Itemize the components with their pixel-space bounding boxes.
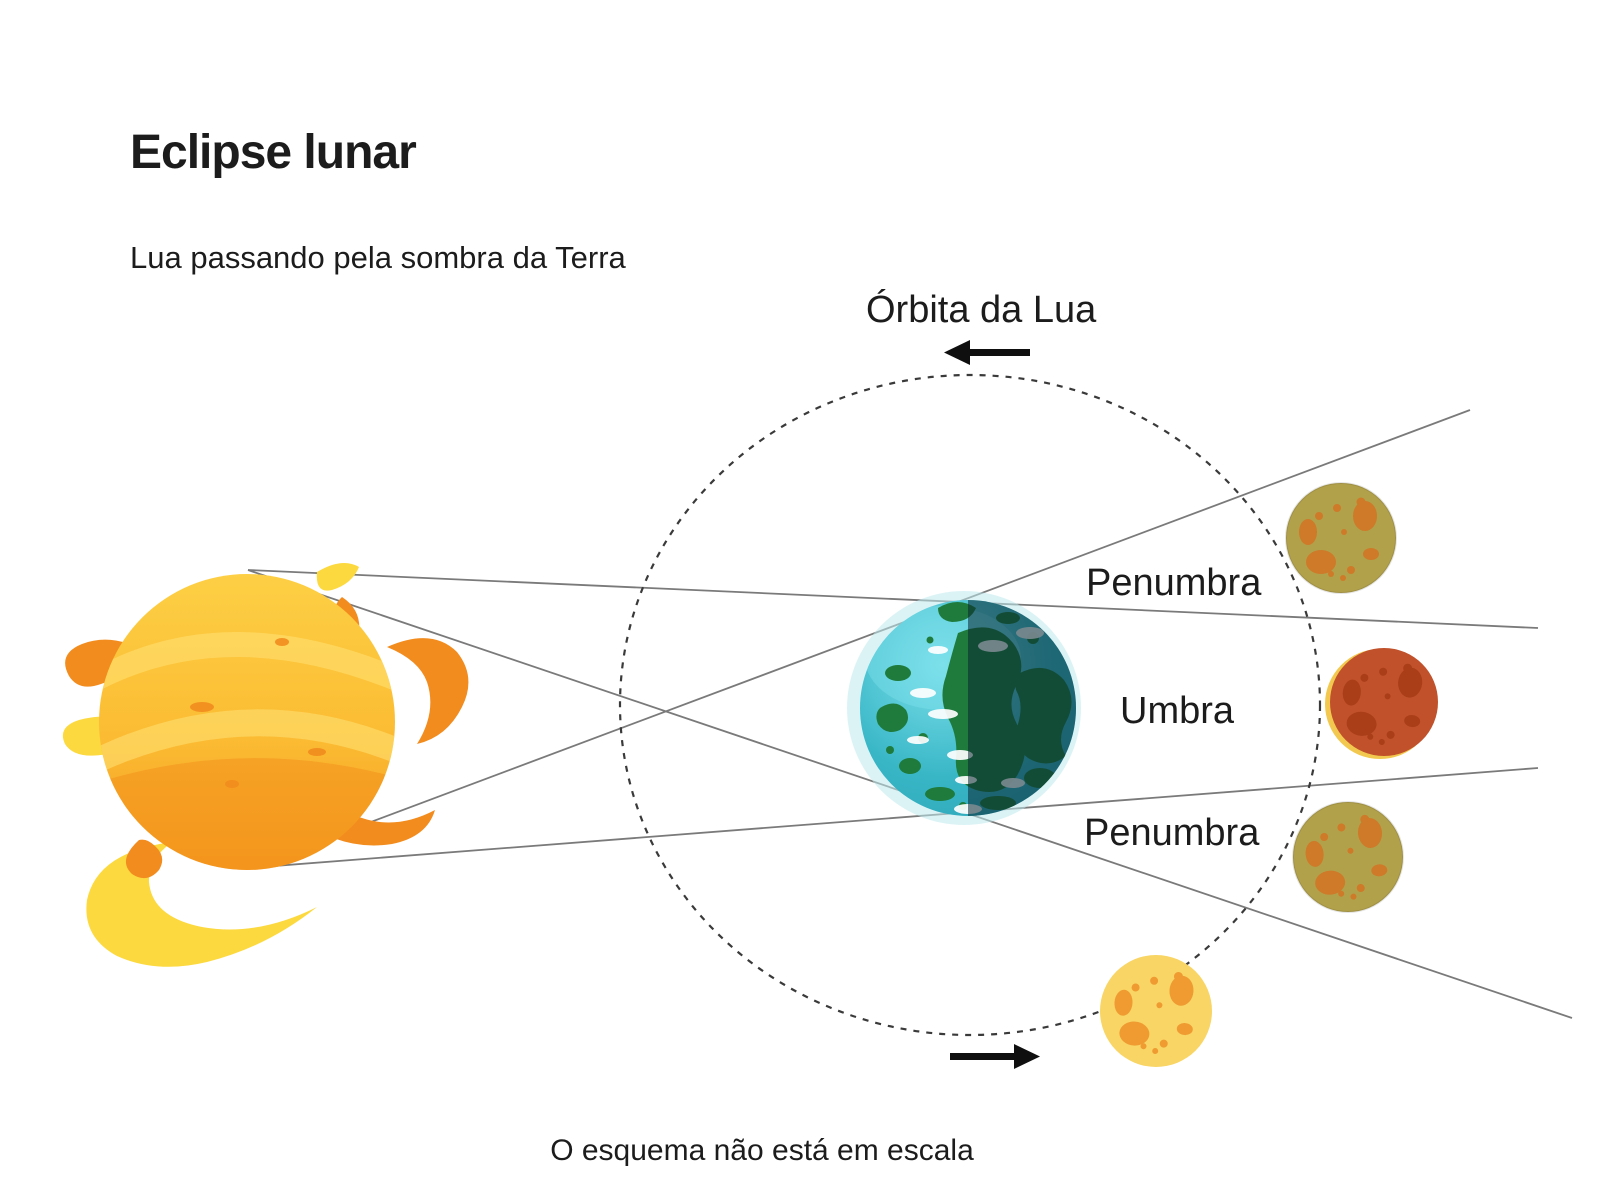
orbit-label: Órbita da Lua <box>866 288 1097 331</box>
arrow-right-head <box>1014 1044 1040 1069</box>
ray-external-bottom <box>247 767 1539 869</box>
penumbra-top-label: Penumbra <box>1086 562 1262 604</box>
scale-disclaimer: O esquema não está em escala <box>550 1134 974 1167</box>
arrow-left-icon <box>966 349 1030 356</box>
sun-speck <box>308 748 326 756</box>
sun-band <box>99 709 395 774</box>
sun-flame <box>125 839 163 879</box>
sun <box>62 563 469 967</box>
orbit-direction-arrow-bottom <box>950 1044 1040 1069</box>
sun-speck <box>275 638 289 646</box>
sun-specks <box>190 638 326 788</box>
sun-band <box>99 758 395 870</box>
sun-band <box>99 632 395 692</box>
sun-speck <box>190 702 214 712</box>
umbra-label: Umbra <box>1120 690 1235 732</box>
ray-external-top <box>247 569 1539 629</box>
earth-night-shadow <box>968 600 1076 816</box>
sun-flame <box>316 563 359 591</box>
ray-internal-bottom <box>247 409 1471 869</box>
sun-speck <box>225 780 239 788</box>
sun-surface-bands <box>99 632 395 870</box>
orbit-direction-arrow-top <box>944 340 1030 365</box>
penumbra-bottom-label: Penumbra <box>1084 812 1260 854</box>
moon-penumbra-top <box>1285 482 1397 594</box>
moon-orbit-path <box>618 373 1322 1037</box>
sun-flame <box>387 638 469 744</box>
page-subtitle: Lua passando pela sombra da Terra <box>130 240 627 275</box>
arrow-left-head <box>944 340 970 365</box>
moon-full-bottom <box>1100 955 1212 1067</box>
moon-umbra-eclipsed <box>1325 648 1438 759</box>
arrow-right-icon <box>950 1053 1014 1060</box>
page-title: Eclipse lunar <box>130 126 416 179</box>
earth <box>847 591 1081 825</box>
moon-penumbra-bottom <box>1292 801 1404 913</box>
